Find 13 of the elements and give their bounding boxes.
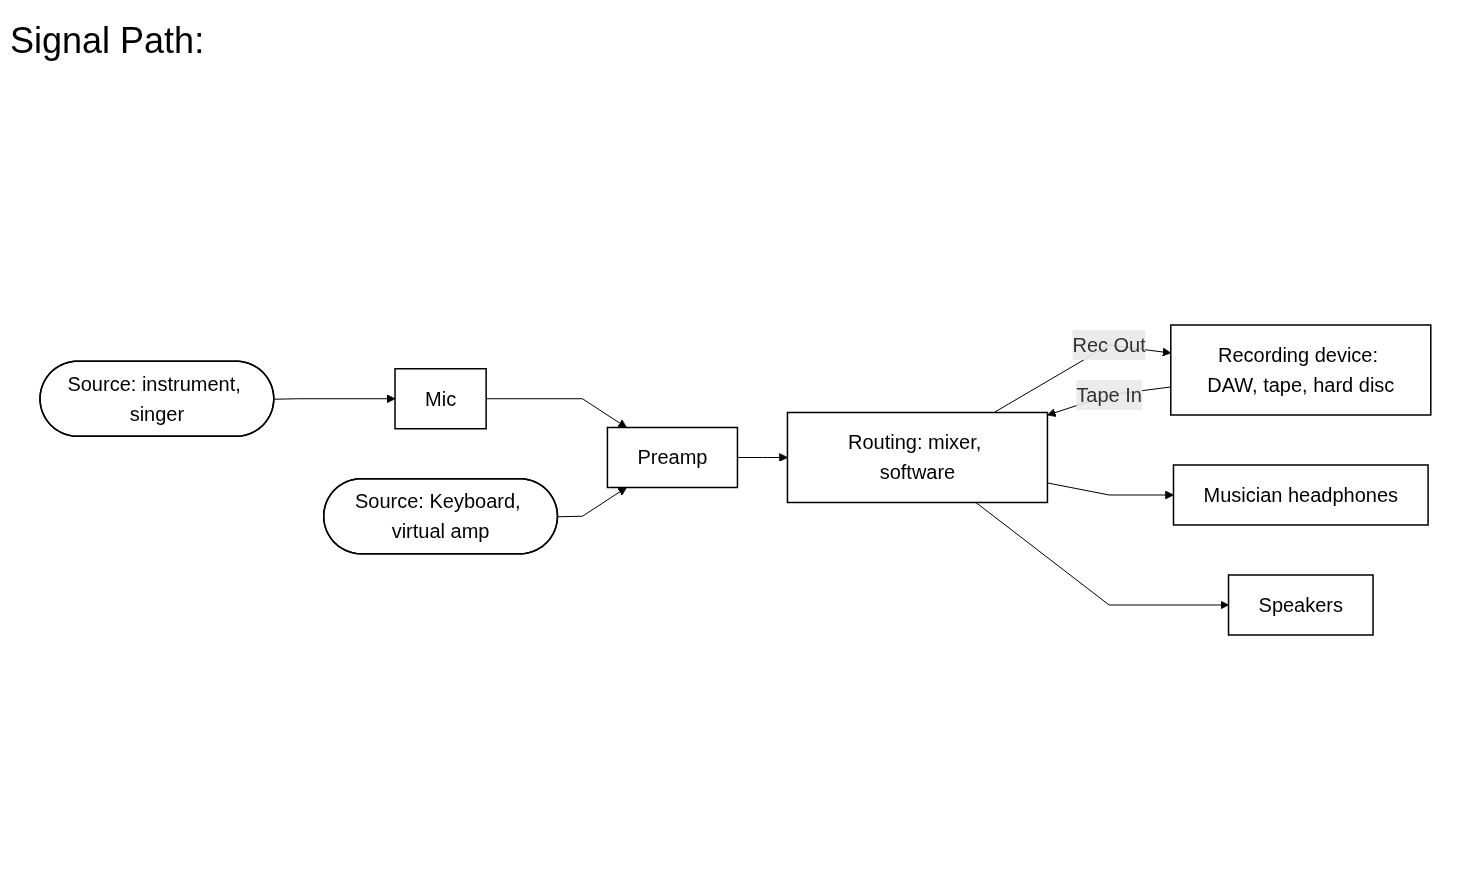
node-box: Speakers [1227, 574, 1374, 636]
edge-label: Rec Out [1072, 334, 1146, 356]
node-box: Mic [393, 368, 487, 430]
node-box: Recording device: DAW, tape, hard disc [1169, 324, 1432, 416]
arrow [557, 487, 627, 518]
arrow [485, 398, 627, 428]
diagram-title: Signal Path: [10, 20, 205, 62]
arrow [273, 394, 395, 404]
node-box: Preamp [606, 426, 738, 489]
node-box: Routing: mixer, software [786, 411, 1048, 504]
arrow [975, 502, 1229, 610]
edge-label: Tape In [1075, 384, 1142, 406]
node-box: Musician headphones [1172, 464, 1429, 526]
